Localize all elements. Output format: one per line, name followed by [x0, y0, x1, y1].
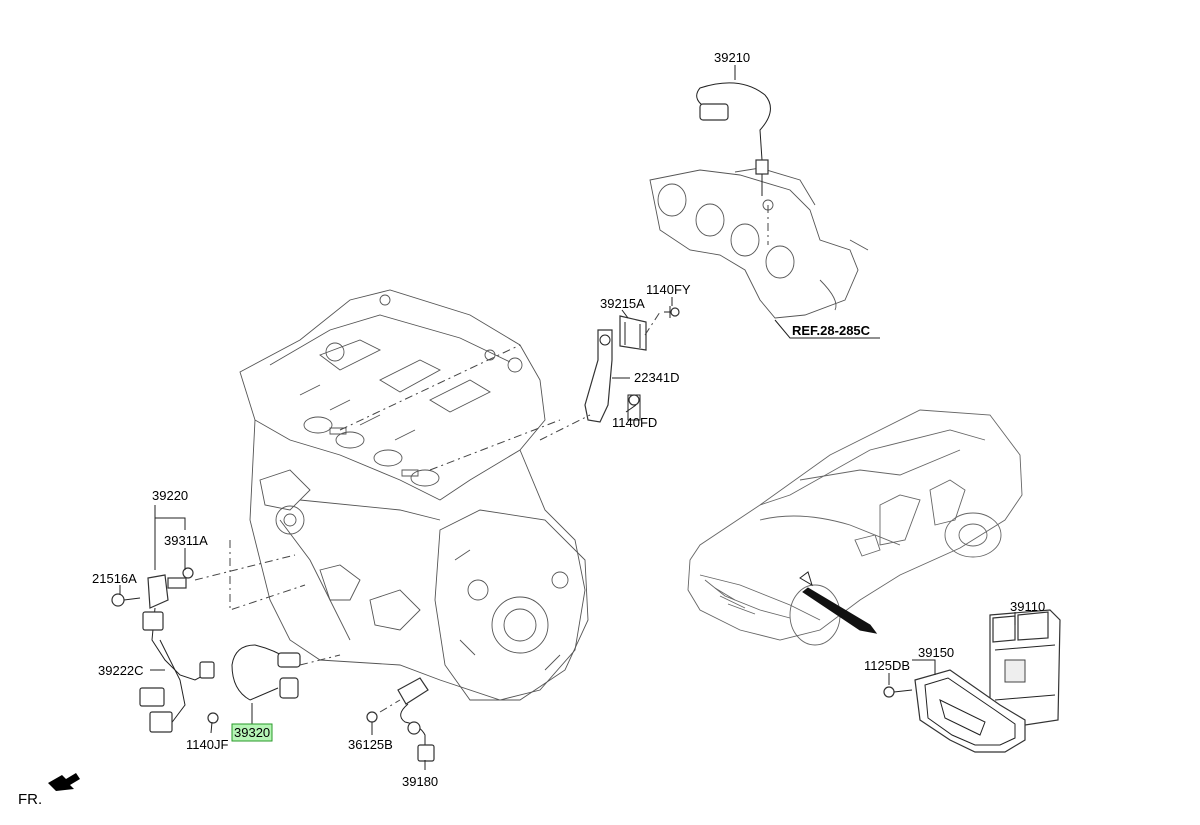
- sensor-39180: [366, 677, 435, 762]
- highlight-box-39320: [231, 723, 273, 742]
- engine-illustration: [239, 289, 589, 701]
- label-1140FY[interactable]: 1140FY: [646, 282, 691, 297]
- label-39222C[interactable]: 39222C: [98, 663, 144, 678]
- label-39210[interactable]: 39210: [714, 50, 750, 65]
- label-21516A[interactable]: 21516A: [92, 571, 137, 586]
- label-39180[interactable]: 39180: [402, 774, 438, 789]
- label-1140JF[interactable]: 1140JF: [186, 737, 228, 752]
- leader-lines: [119, 65, 1016, 770]
- ecu-bracket-39150: [883, 669, 1026, 753]
- label-39220[interactable]: 39220: [152, 488, 188, 503]
- oxygen-sensor-39210: [696, 82, 771, 196]
- sensor-39320: [207, 644, 301, 724]
- label-39311A[interactable]: 39311A: [164, 533, 208, 548]
- label-1140FD[interactable]: 1140FD: [612, 415, 657, 430]
- car-illustration: [687, 409, 1023, 646]
- knock-sensor-39220: [111, 567, 215, 733]
- bracket-22341D: [584, 306, 680, 423]
- label-front: FR.: [18, 791, 42, 808]
- label-ref-28-285C[interactable]: REF.28-285C: [792, 323, 871, 338]
- label-22341D[interactable]: 22341D: [634, 370, 680, 385]
- label-39320[interactable]: 39320: [234, 725, 270, 740]
- label-39215A[interactable]: 39215A: [600, 296, 645, 311]
- label-39150[interactable]: 39150: [918, 645, 954, 660]
- part-labels: 39210 1140FY 39215A REF.28-285C 22341D 1…: [18, 50, 1045, 808]
- label-36125B[interactable]: 36125B: [348, 737, 393, 752]
- ecu-39110: [989, 609, 1061, 729]
- label-39110[interactable]: 39110: [1010, 599, 1045, 614]
- front-direction-arrow: [48, 773, 80, 791]
- label-1125DB[interactable]: 1125DB: [864, 658, 910, 673]
